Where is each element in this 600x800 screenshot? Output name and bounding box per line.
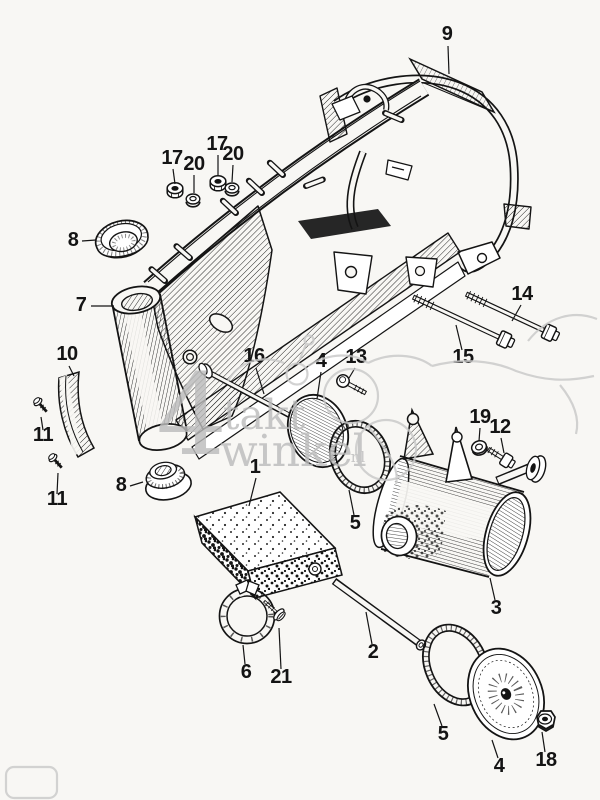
part-13-bolt <box>336 374 368 396</box>
part-number-label-11: 11 <box>33 424 54 446</box>
part-number-label-8: 8 <box>68 229 79 251</box>
gusset-oval-hole <box>208 313 234 333</box>
watermark-word-top: takt <box>223 391 306 439</box>
leader-line-15 <box>455 324 463 351</box>
part-20-washer <box>185 193 201 208</box>
leader-line-4 <box>491 739 499 759</box>
leader-line-20 <box>231 164 234 183</box>
part-21-screw <box>262 599 286 622</box>
part-number-label-18: 18 <box>535 749 557 771</box>
part-3-cross-tube <box>372 407 547 578</box>
part-1-battery-box <box>193 491 343 601</box>
part-number-label-4: 4 <box>494 755 506 777</box>
part-7-head-tube <box>110 285 188 451</box>
part-14-bolt <box>464 290 561 342</box>
leader-line-14 <box>511 304 522 322</box>
leader-line-2 <box>365 611 373 645</box>
part-20-washer <box>224 182 240 197</box>
leader-line-18 <box>541 731 546 753</box>
leader-line-10 <box>68 365 75 377</box>
leader-line-12 <box>500 437 505 454</box>
part-4-cover-disc-lower <box>467 647 545 741</box>
watermark-numeral: 4 <box>156 351 227 481</box>
frame-lower-rails <box>175 209 466 460</box>
part-11-screw <box>30 394 52 417</box>
part-15-bolt <box>411 293 516 349</box>
part-number-label-8: 8 <box>116 474 127 496</box>
leader-line-8 <box>129 481 144 487</box>
part-17-nut <box>166 182 184 199</box>
leader-line-19 <box>478 427 481 442</box>
leader-line-5 <box>433 703 443 727</box>
part-number-label-5: 5 <box>438 723 449 745</box>
leader-line-4 <box>316 371 322 400</box>
frame-rear-loop <box>333 74 532 275</box>
part-8-bearing-cone <box>144 461 192 501</box>
watermark-text: 4 takt winkel .nl <box>156 351 367 481</box>
leader-line-11 <box>56 472 59 495</box>
part-19-nut <box>470 440 488 456</box>
part-number-label-12: 12 <box>489 416 511 438</box>
leader-line-17 <box>172 168 176 185</box>
part-9-plate <box>408 57 496 114</box>
part-number-label-7: 7 <box>76 294 87 316</box>
part-number-label-2: 2 <box>368 641 379 663</box>
leader-line-3 <box>489 577 496 601</box>
part-18-nut <box>536 710 556 732</box>
part-number-label-21: 21 <box>270 666 292 688</box>
part-2-rod <box>331 577 427 651</box>
part-number-label-6: 6 <box>241 661 252 683</box>
part-number-label-10: 10 <box>56 343 78 365</box>
part-number-label-15: 15 <box>452 346 474 368</box>
part-8-bearing-cup <box>94 219 149 259</box>
part-number-label-5: 5 <box>350 512 361 534</box>
leader-line-8 <box>81 239 97 242</box>
loop-side-bracket <box>503 203 532 230</box>
part-number-label-19: 19 <box>469 406 491 428</box>
leader-line-21 <box>278 627 282 670</box>
part-number-label-17: 17 <box>161 147 183 169</box>
part-number-label-9: 9 <box>442 23 453 45</box>
leader-line-9 <box>447 45 450 75</box>
part-number-label-3: 3 <box>491 597 502 619</box>
leader-line-6 <box>242 644 246 665</box>
part-12-bolt <box>486 446 516 469</box>
part-number-label-20: 20 <box>183 153 205 175</box>
part-number-label-20: 20 <box>222 143 244 165</box>
leader-line-5 <box>348 489 355 516</box>
part-number-label-14: 14 <box>511 283 534 305</box>
part-6-clamp <box>218 579 276 645</box>
part-number-label-1: 1 <box>250 456 261 478</box>
tube-bolt-boss <box>495 455 547 486</box>
part-number-label-11: 11 <box>47 488 68 510</box>
frame-dark-slot <box>298 209 391 239</box>
part-17-nut <box>209 175 227 192</box>
tube-lug <box>445 426 474 483</box>
frame-seat-bracket <box>319 83 402 143</box>
part-10-guard-strip <box>57 370 96 459</box>
frame-assembly <box>110 74 532 460</box>
part-number-label-17: 17 <box>206 133 228 155</box>
watermark: 4 takt winkel .nl <box>4 313 598 800</box>
leader-line-16 <box>255 367 265 395</box>
part-number-label-4: 4 <box>316 350 328 372</box>
leader-line-1 <box>248 477 257 507</box>
watermark-domain-suffix: .nl <box>346 448 365 466</box>
box-knob <box>308 562 322 576</box>
part-11-screw <box>45 450 67 473</box>
watermark-scooter-outline <box>4 313 598 800</box>
leader-line-11 <box>40 416 44 431</box>
watermark-word-bottom: winkel <box>220 426 367 477</box>
